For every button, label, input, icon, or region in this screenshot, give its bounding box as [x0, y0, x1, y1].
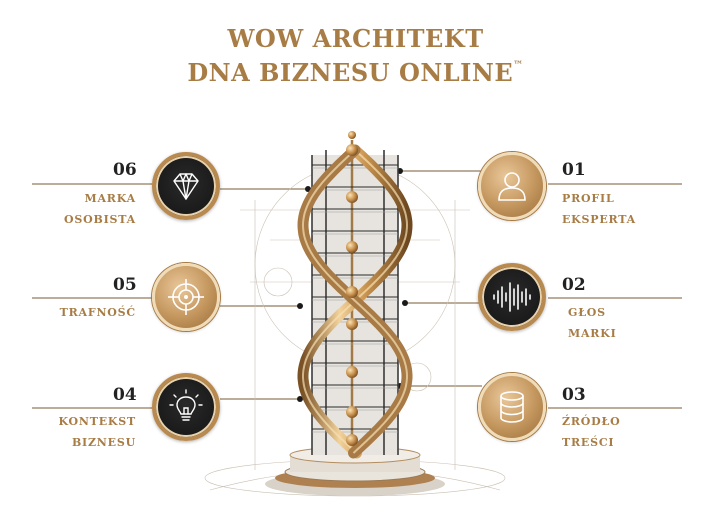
item-number-02: 02 [562, 275, 586, 295]
item-label-03-line-1: ŹRÓDŁO [562, 415, 621, 428]
trademark-symbol: ™ [513, 60, 524, 71]
item-number-04: 04 [113, 385, 137, 405]
tower-balls [346, 131, 358, 446]
tower-ball [346, 406, 358, 418]
item-label-03: ŹRÓDŁO TREŚCI [562, 411, 662, 453]
diamond-icon [173, 173, 199, 200]
zrodlo-tresci-badge[interactable] [478, 373, 546, 441]
item-label-02-line-2: MARKI [568, 327, 617, 340]
person-icon [498, 172, 526, 201]
tower-base [265, 446, 445, 496]
glos-marki-badge[interactable] [478, 263, 546, 331]
title-line-2: DNA BIZNESU ONLINE™ [0, 58, 711, 87]
item-label-01-line-1: PROFIL [562, 192, 615, 205]
item-label-01: PROFIL EKSPERTA [562, 188, 662, 230]
tower-ball [346, 144, 358, 156]
item-label-04-line-1: KONTEKST [58, 415, 136, 428]
item-label-06: MARKA OSOBISTA [56, 188, 136, 230]
item-number-01: 01 [562, 160, 586, 180]
title-line-2-text: DNA BIZNESU ONLINE [187, 58, 514, 87]
helix-strand-b-highlight [301, 149, 408, 454]
dna-helix [297, 144, 413, 459]
item-label-04: KONTEKST BIZNESU [46, 411, 136, 453]
target-icon [168, 279, 204, 315]
database-icon [500, 391, 524, 423]
item-label-05: TRAFNOŚĆ [46, 302, 136, 323]
item-label-03-line-2: TREŚCI [562, 436, 615, 449]
sound-wave-icon [493, 282, 531, 312]
profil-eksperta-badge[interactable] [478, 152, 546, 220]
item-number-06: 06 [113, 160, 137, 180]
marka-osobista-badge[interactable] [152, 152, 220, 220]
item-label-06-line-1: MARKA [84, 192, 136, 205]
item-label-04-line-2: BIZNESU [71, 436, 136, 449]
tower-ball [346, 366, 358, 378]
tower-ball [346, 286, 358, 298]
item-label-06-line-2: OSOBISTA [63, 213, 136, 226]
title-line-1: WOW ARCHITEKT [227, 24, 484, 53]
item-label-05-line-1: TRAFNOŚĆ [59, 306, 136, 319]
trafnosc-badge[interactable] [152, 263, 220, 331]
item-label-01-line-2: EKSPERTA [562, 213, 637, 226]
lightbulb-icon [169, 389, 203, 421]
tower-ball [346, 191, 358, 203]
tower-ball [348, 131, 356, 139]
tower-ball [346, 434, 358, 446]
item-number-05: 05 [113, 275, 137, 295]
tower-ball [346, 241, 358, 253]
item-label-02: GŁOS MARKI [568, 302, 668, 344]
item-label-02-line-1: GŁOS [568, 306, 606, 319]
item-number-03: 03 [562, 385, 586, 405]
kontekst-biznesu-badge[interactable] [152, 373, 220, 441]
connector-lines [32, 170, 682, 409]
tower-ball [346, 318, 358, 330]
